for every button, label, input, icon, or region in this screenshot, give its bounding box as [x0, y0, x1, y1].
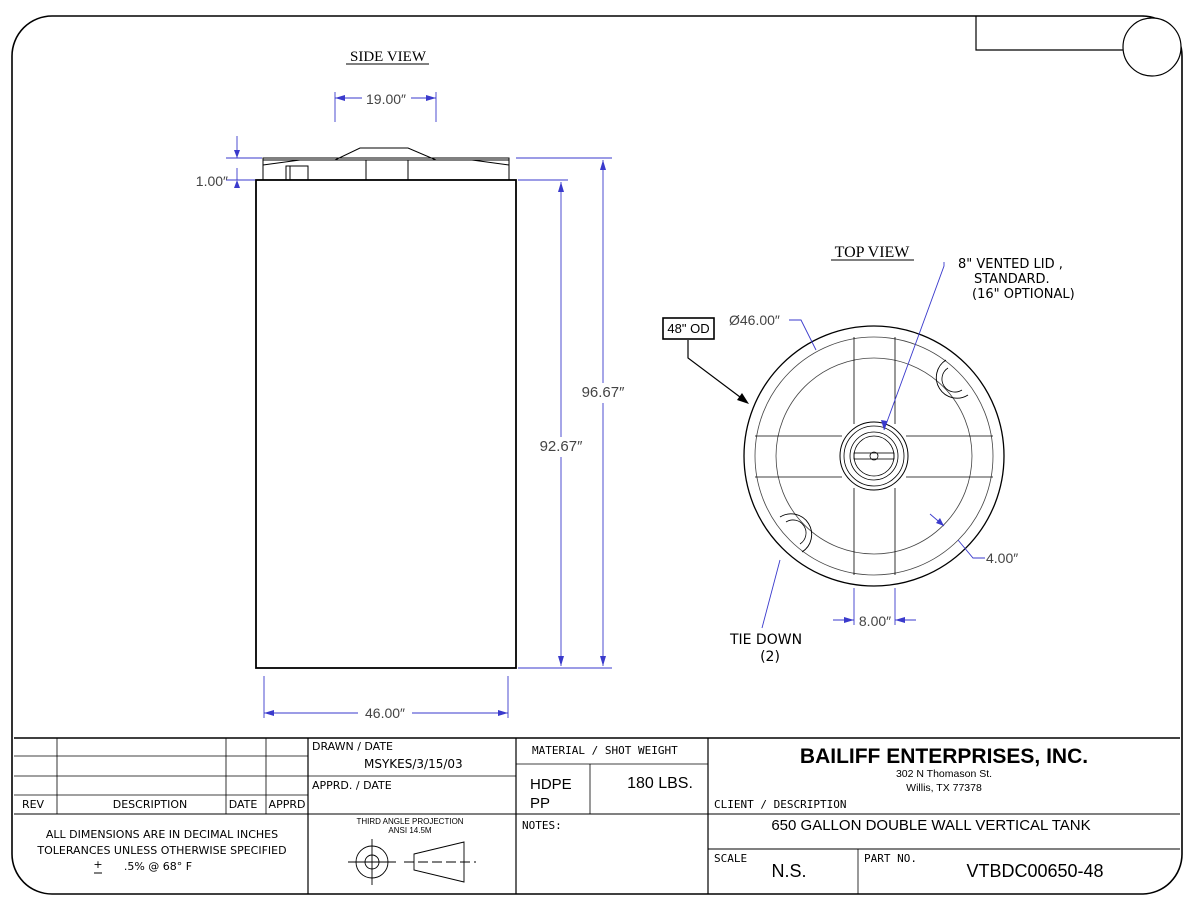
dim-diameter-side: 46.00″	[365, 705, 405, 721]
dim-diameter-top: Ø46.00″	[729, 312, 780, 328]
material-label: MATERIAL / SHOT WEIGHT	[532, 744, 678, 757]
dim-lid-height: 1.00″	[196, 173, 228, 189]
scale-value: N.S.	[771, 861, 806, 881]
tank-body	[255, 179, 517, 669]
dim-top-width: 19.00″	[366, 91, 406, 107]
dim-spoke: 8.00″	[859, 613, 891, 629]
notes-label: NOTES:	[522, 819, 562, 832]
od-arrow	[687, 340, 745, 401]
apprd-header: APPRD	[269, 798, 306, 811]
apprd-label: APPRD. / DATE	[312, 779, 392, 792]
tolerance-value: .5% @ 68° F	[124, 860, 192, 873]
part-label: PART NO.	[864, 852, 917, 865]
description-header: DESCRIPTION	[113, 798, 187, 811]
dim-body-height: 92.67″	[540, 438, 584, 455]
revision-tab	[975, 16, 1182, 77]
company-address-1: 302 N Thomason St.	[896, 768, 992, 780]
projection-symbol: THIRD ANGLE PROJECTION ANSI 14.5M	[348, 817, 476, 885]
svg-text:ANSI 14.5M: ANSI 14.5M	[388, 826, 431, 835]
dim-rib: 4.00″	[986, 550, 1018, 566]
svg-text:8" VENTED LID ,: 8" VENTED LID ,	[958, 257, 1063, 272]
dim-overall-height: 96.67″	[582, 384, 626, 401]
material-hdpe: HDPE	[530, 776, 572, 793]
title-block	[14, 737, 1180, 894]
shot-weight: 180 LBS.	[627, 775, 693, 792]
svg-text:(2): (2)	[760, 649, 780, 665]
tolerance-pm: +	[93, 858, 102, 871]
company-name: BAILIFF ENTERPRISES, INC.	[800, 745, 1088, 768]
sheet-border	[11, 15, 1183, 895]
tank-description: 650 GALLON DOUBLE WALL VERTICAL TANK	[771, 817, 1090, 834]
od-box-label: 48" OD	[667, 321, 709, 336]
side-view: SIDE VIEW	[196, 49, 625, 721]
lid-note: 8" VENTED LID , STANDARD. (16" OPTIONAL)	[958, 257, 1075, 302]
side-view-title: SIDE VIEW	[350, 49, 427, 65]
rev-header: REV	[22, 798, 45, 811]
material-pp: PP	[530, 795, 550, 812]
scale-label: SCALE	[714, 852, 747, 865]
tank-lid	[262, 147, 510, 181]
svg-text:THIRD ANGLE PROJECTION: THIRD ANGLE PROJECTION	[356, 817, 463, 826]
date-header: DATE	[229, 798, 258, 811]
drawn-value: MSYKES/3/15/03	[364, 757, 463, 771]
top-view: TOP VIEW	[662, 244, 1075, 665]
tank-top-outline	[743, 325, 1005, 587]
top-view-title: TOP VIEW	[835, 244, 911, 261]
svg-text:STANDARD.: STANDARD.	[974, 272, 1050, 287]
tolerance-line-2: TOLERANCES UNLESS OTHERWISE SPECIFIED	[36, 844, 286, 857]
drawn-label: DRAWN / DATE	[312, 740, 393, 753]
part-number: VTBDC00650-48	[966, 861, 1103, 881]
tolerance-line-1: ALL DIMENSIONS ARE IN DECIMAL INCHES	[46, 828, 278, 841]
company-address-2: Willis, TX 77378	[906, 782, 982, 794]
client-label: CLIENT / DESCRIPTION	[714, 798, 846, 811]
tie-down-note: TIE DOWN (2)	[729, 632, 802, 665]
od-box	[662, 317, 715, 340]
svg-text:(16" OPTIONAL): (16" OPTIONAL)	[972, 287, 1075, 302]
svg-text:TIE DOWN: TIE DOWN	[729, 632, 802, 648]
